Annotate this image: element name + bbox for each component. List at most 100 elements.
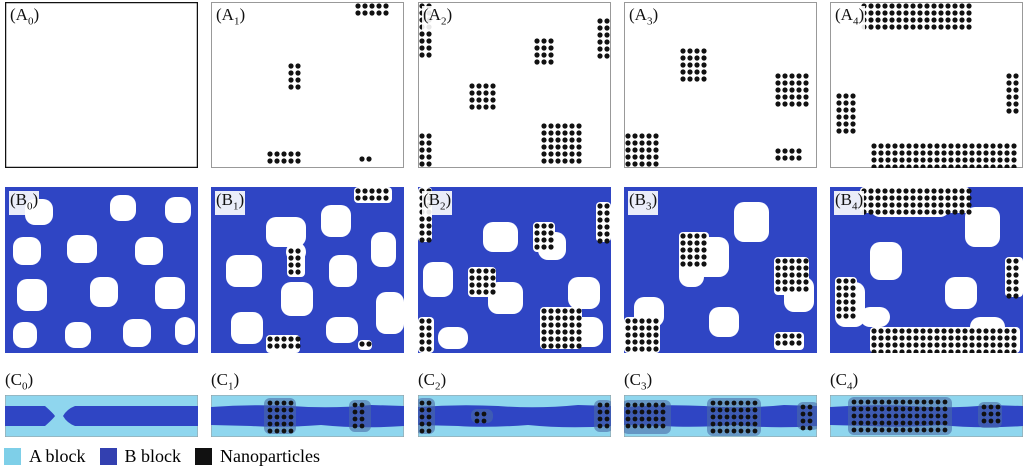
nanoparticle [541,151,547,157]
nanoparticle [267,343,273,349]
a-domain [945,277,977,309]
nanoparticle [941,349,947,353]
nanoparticle [687,69,693,75]
nanoparticle [903,209,909,215]
nanoparticle [653,346,659,352]
nanoparticle [569,123,575,129]
nanoparticle [807,411,813,417]
nanoparticle [426,38,432,44]
nanoparticle [490,97,496,103]
nanoparticle [910,3,916,9]
nanoparticle [865,406,871,412]
nanoparticle [955,342,961,348]
nanoparticle [483,289,489,295]
nanoparticle [646,318,652,324]
nanoparticle [850,299,856,305]
nanoparticle [948,342,954,348]
panel-b3: (B3) [624,187,817,353]
nanoparticle [1011,164,1017,168]
nanoparticle [419,230,425,236]
nanoparticle [745,414,751,420]
nanoparticle [913,143,919,149]
nanoparticle [597,25,603,31]
nanoparticle [362,195,368,201]
nanoparticle [959,195,965,201]
nanoparticle [983,150,989,156]
nanoparticle [775,155,781,161]
nanoparticle [383,195,389,201]
a-domain [965,207,1000,247]
nanoparticle [969,328,975,334]
nanoparticle [892,143,898,149]
nanoparticle [541,315,547,321]
legend-item-b-block: B block [99,446,181,467]
nanoparticle [639,416,645,422]
nanoparticle [548,308,554,314]
nanoparticle [952,10,958,16]
nanoparticle [1006,101,1012,107]
nanoparticle [803,272,809,278]
nanoparticle [1011,335,1017,341]
nanoparticle [868,3,874,9]
nanoparticle [889,195,895,201]
nanoparticle [889,17,895,23]
nanoparticle [295,70,301,76]
nanoparticle [858,413,864,419]
nanoparticle [907,413,913,419]
nanoparticle [569,144,575,150]
nanoparticle [789,258,795,264]
nanoparticle [858,420,864,426]
nanoparticle [632,147,638,153]
nanoparticle [548,52,554,58]
nanoparticle [952,3,958,9]
a-domain [860,307,890,327]
nanoparticle [983,164,989,168]
nanoparticle [879,420,885,426]
nanoparticle [752,428,758,434]
nanoparticle [796,73,802,79]
nanoparticle [906,164,912,168]
nanoparticle [597,238,603,244]
nanoparticle [872,427,878,433]
nanoparticle [935,406,941,412]
nanoparticle [889,202,895,208]
nanoparticle [694,254,700,260]
nanoparticle [796,333,802,339]
nanoparticle [899,150,905,156]
nanoparticle [966,3,972,9]
nanoparticle [896,3,902,9]
nanoparticle [604,46,610,52]
nanoparticle [1011,157,1017,163]
nanoparticle [376,188,382,194]
nanoparticle [843,100,849,106]
nanoparticle [469,90,475,96]
nanoparticle [995,404,1001,410]
nanoparticle [597,39,603,45]
nanoparticle [913,164,919,168]
panel-label: (B3) [628,190,659,216]
nanoparticle [886,406,892,412]
a-domain [13,322,37,348]
nanoparticle [680,62,686,68]
nanoparticle [868,195,874,201]
nanoparticle [796,279,802,285]
nanoparticle [924,17,930,23]
nanoparticle [483,275,489,281]
nanoparticle [803,258,809,264]
nanoparticle [419,325,425,331]
nanoparticle [604,217,610,223]
nanoparticle [889,10,895,16]
nanoparticle [541,45,547,51]
nanoparticle [966,188,972,194]
nanoparticle [796,148,802,154]
nanoparticle [948,328,954,334]
nanoparticle [782,87,788,93]
nanoparticle [836,107,842,113]
nanoparticle [1013,272,1019,278]
nanoparticle [969,157,975,163]
nanoparticle [534,38,540,44]
nanoparticle [639,154,645,160]
nanoparticle [962,328,968,334]
nanoparticle [426,325,432,331]
nanoparticle [969,335,975,341]
